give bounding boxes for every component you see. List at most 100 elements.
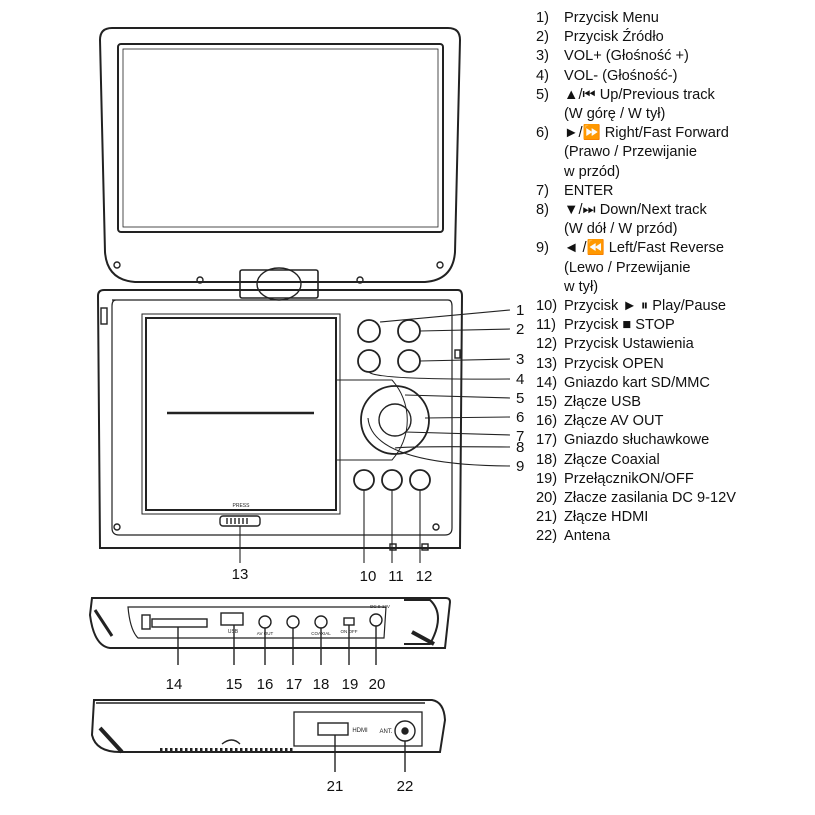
vent-slot [180, 748, 183, 751]
legend-text: Przycisk Ustawienia [564, 335, 808, 354]
navigation-pad[interactable] [360, 385, 430, 455]
callout-13: 13 [232, 566, 249, 583]
legend-number: 9) [536, 240, 549, 257]
callout-numbers: 1 2 3 4 5 6 7 8 9 13 10 11 12 14 15 16 1… [166, 302, 525, 795]
vent-slot [175, 748, 178, 751]
callout-17: 17 [286, 676, 303, 693]
legend-number: 12) [536, 336, 558, 353]
lcd-screen [117, 43, 444, 233]
callout-16: 16 [257, 676, 274, 693]
vent-slot [280, 748, 283, 751]
callout-4: 4 [516, 371, 524, 388]
source-button[interactable] [397, 319, 421, 343]
legend-text: ▲/⏮ Up/Previous track(W górę / W tył) [564, 86, 808, 124]
back-vents [160, 748, 293, 751]
power-switch[interactable] [343, 617, 355, 626]
vol-minus-button[interactable] [357, 349, 381, 373]
legend-number: 6) [536, 125, 549, 142]
vent-slot [290, 748, 293, 751]
legend-line: Gniazdo kart SD/MMC [564, 374, 710, 391]
legend-text: VOL- (Głośność-) [564, 67, 808, 86]
legend-number: 22) [536, 528, 558, 545]
legend-line: w przód) [564, 163, 620, 180]
vent-slot [200, 748, 203, 751]
legend-number: 16) [536, 413, 558, 430]
legend-number: 7) [536, 182, 549, 199]
vent-slot [165, 748, 168, 751]
callout-5: 5 [516, 390, 524, 407]
enter-button[interactable] [378, 403, 412, 437]
back-panel: HDMI ANT. [90, 699, 447, 772]
vent-slot [210, 748, 213, 751]
sd-card-slot[interactable] [151, 618, 208, 628]
vent-slot [265, 748, 268, 751]
legend-number: 20) [536, 490, 558, 507]
legend-text: Złącze USB [564, 393, 808, 412]
legend-line: Przycisk ■ STOP [564, 317, 675, 334]
coaxial-jack[interactable] [314, 615, 328, 629]
vent-slot [260, 748, 263, 751]
legend-line: Przycisk Ustawienia [564, 336, 694, 353]
legend-line: Gniazdo słuchawkowe [564, 432, 710, 449]
vent-slot [245, 748, 248, 751]
menu-button[interactable] [357, 319, 381, 343]
callout-22: 22 [397, 778, 414, 795]
play-pause-button[interactable] [353, 469, 375, 491]
disc-lid [145, 317, 337, 511]
legend-number: 14) [536, 374, 558, 391]
legend-text: Gniazdo słuchawkowe [564, 431, 808, 450]
vent-slot [240, 748, 243, 751]
legend-item: 1)Przycisk Menu [536, 9, 808, 28]
legend-line: Antena [564, 528, 611, 545]
callout-2: 2 [516, 321, 524, 338]
legend-text: ◄ /⏪ Left/Fast Reverse(Lewo / Przewijani… [564, 239, 808, 297]
legend-number: 19) [536, 470, 558, 487]
hdmi-port[interactable] [317, 722, 349, 736]
callout-18: 18 [313, 676, 330, 693]
legend-text: Złącze AV OUT [564, 412, 808, 431]
legend-text: Przycisk ■ STOP [564, 316, 808, 335]
legend-item: 22) Antena [536, 527, 808, 546]
legend-text: PrzełącznikON/OFF [564, 470, 808, 489]
vent-slot [185, 748, 188, 751]
legend-number: 15) [536, 394, 558, 411]
legend-number: 4) [536, 67, 549, 84]
legend-text: Złącze Coaxial [564, 451, 808, 470]
legend-text: Złacze zasilania DC 9-12V [564, 489, 808, 508]
legend-text: Przycisk Źródło [564, 28, 808, 47]
legend-line: Złącze Coaxial [564, 451, 660, 468]
legend-item: 17)Gniazdo słuchawkowe [536, 431, 808, 450]
av-out-jack[interactable] [258, 615, 272, 629]
legend-line: ▼/⏭ Down/Next track [564, 202, 707, 219]
callout-9: 9 [516, 458, 524, 475]
legend-item: 14) Gniazdo kart SD/MMC [536, 374, 808, 393]
headphone-jack[interactable] [286, 615, 300, 629]
legend-item: 19) PrzełącznikON/OFF [536, 470, 808, 489]
legend-item: 16) Złącze AV OUT [536, 412, 808, 431]
open-slider[interactable] [219, 515, 261, 527]
base-unit: PRESS [96, 289, 464, 551]
stop-button[interactable] [381, 469, 403, 491]
legend-item: 20) Złacze zasilania DC 9-12V [536, 489, 808, 508]
callout-leaders-right [239, 309, 511, 563]
legend-line: Przycisk OPEN [564, 355, 664, 372]
vent-slot [235, 748, 238, 751]
legend-line: ◄ /⏪ Left/Fast Reverse [564, 240, 724, 257]
dc-in-jack[interactable] [369, 613, 383, 627]
legend-line: ▲/⏮ Up/Previous track [564, 86, 715, 103]
legend-text: Przycisk OPEN [564, 355, 808, 374]
callout-11: 11 [388, 568, 404, 585]
setup-button[interactable] [409, 469, 431, 491]
legend-number: 11) [536, 317, 557, 334]
legend-number: 3) [536, 48, 549, 65]
legend-line: VOL+ (Głośność +) [564, 48, 689, 65]
callout-3: 3 [516, 351, 524, 368]
usb-port[interactable] [220, 612, 244, 626]
legend-text: Gniazdo kart SD/MMC [564, 374, 808, 393]
legend-item: 21)Złącze HDMI [536, 508, 808, 527]
side-panel: USB AV OUT COAXIAL ON OFF DC 9-12V [88, 597, 452, 665]
callout-20: 20 [369, 676, 386, 693]
vol-plus-button[interactable] [397, 349, 421, 373]
